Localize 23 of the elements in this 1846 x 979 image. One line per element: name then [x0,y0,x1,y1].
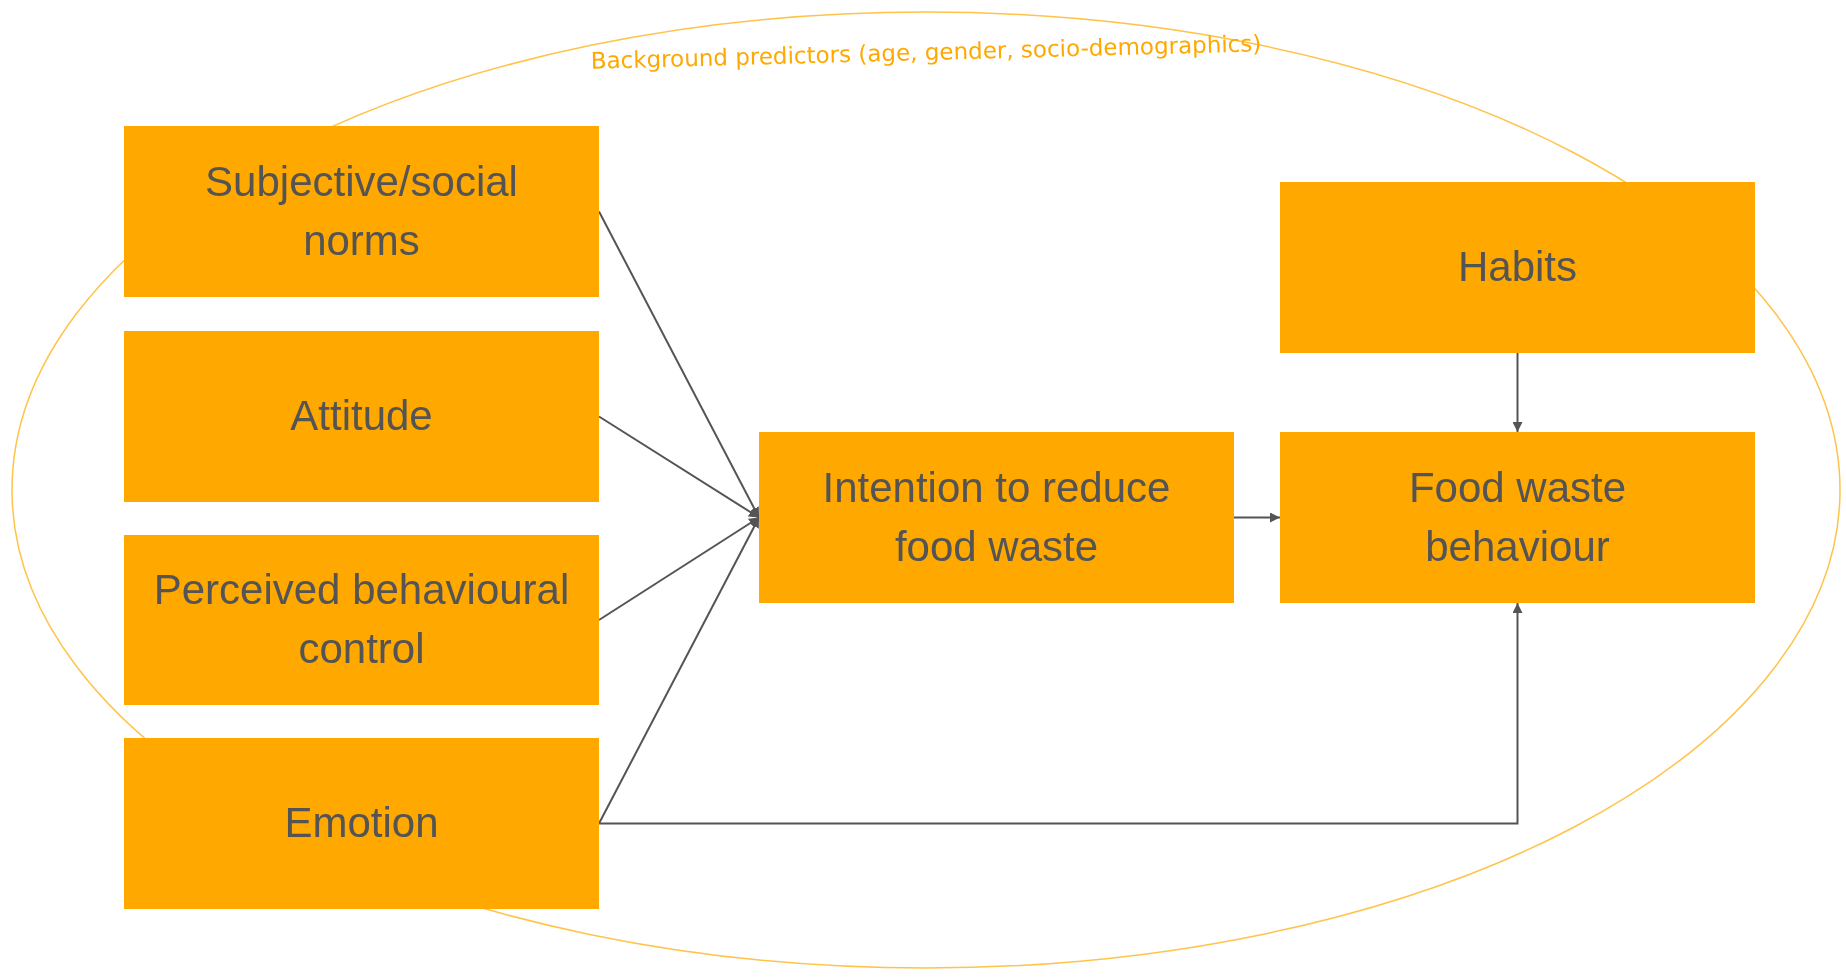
arrow [598,602,1523,825]
ellipse-label: Background predictors (age, gender, socio-demographics) [589,29,1263,76]
arrow [598,210,760,519]
arrow [598,415,760,519]
box-label: Attitude [290,391,433,442]
box-label: Food waste behaviour [1407,462,1628,572]
factor-box [1280,432,1755,603]
arrow [598,516,760,825]
box-label: Emotion [284,798,439,849]
arrow [1233,512,1281,523]
arrow [598,516,760,621]
factor-box [124,738,599,909]
factor-box [124,535,599,705]
factor-box [124,126,599,297]
box-label: Perceived behavioural control [152,565,571,674]
factor-box [1280,182,1755,353]
arrow [1512,352,1523,433]
box-label: Subjective/social norms [204,156,519,266]
background-ellipse [11,11,1841,969]
box-label: Habits [1457,242,1578,293]
box-label: Intention to reduce food waste [821,462,1172,572]
factor-box [124,331,599,502]
factor-box [759,432,1234,603]
